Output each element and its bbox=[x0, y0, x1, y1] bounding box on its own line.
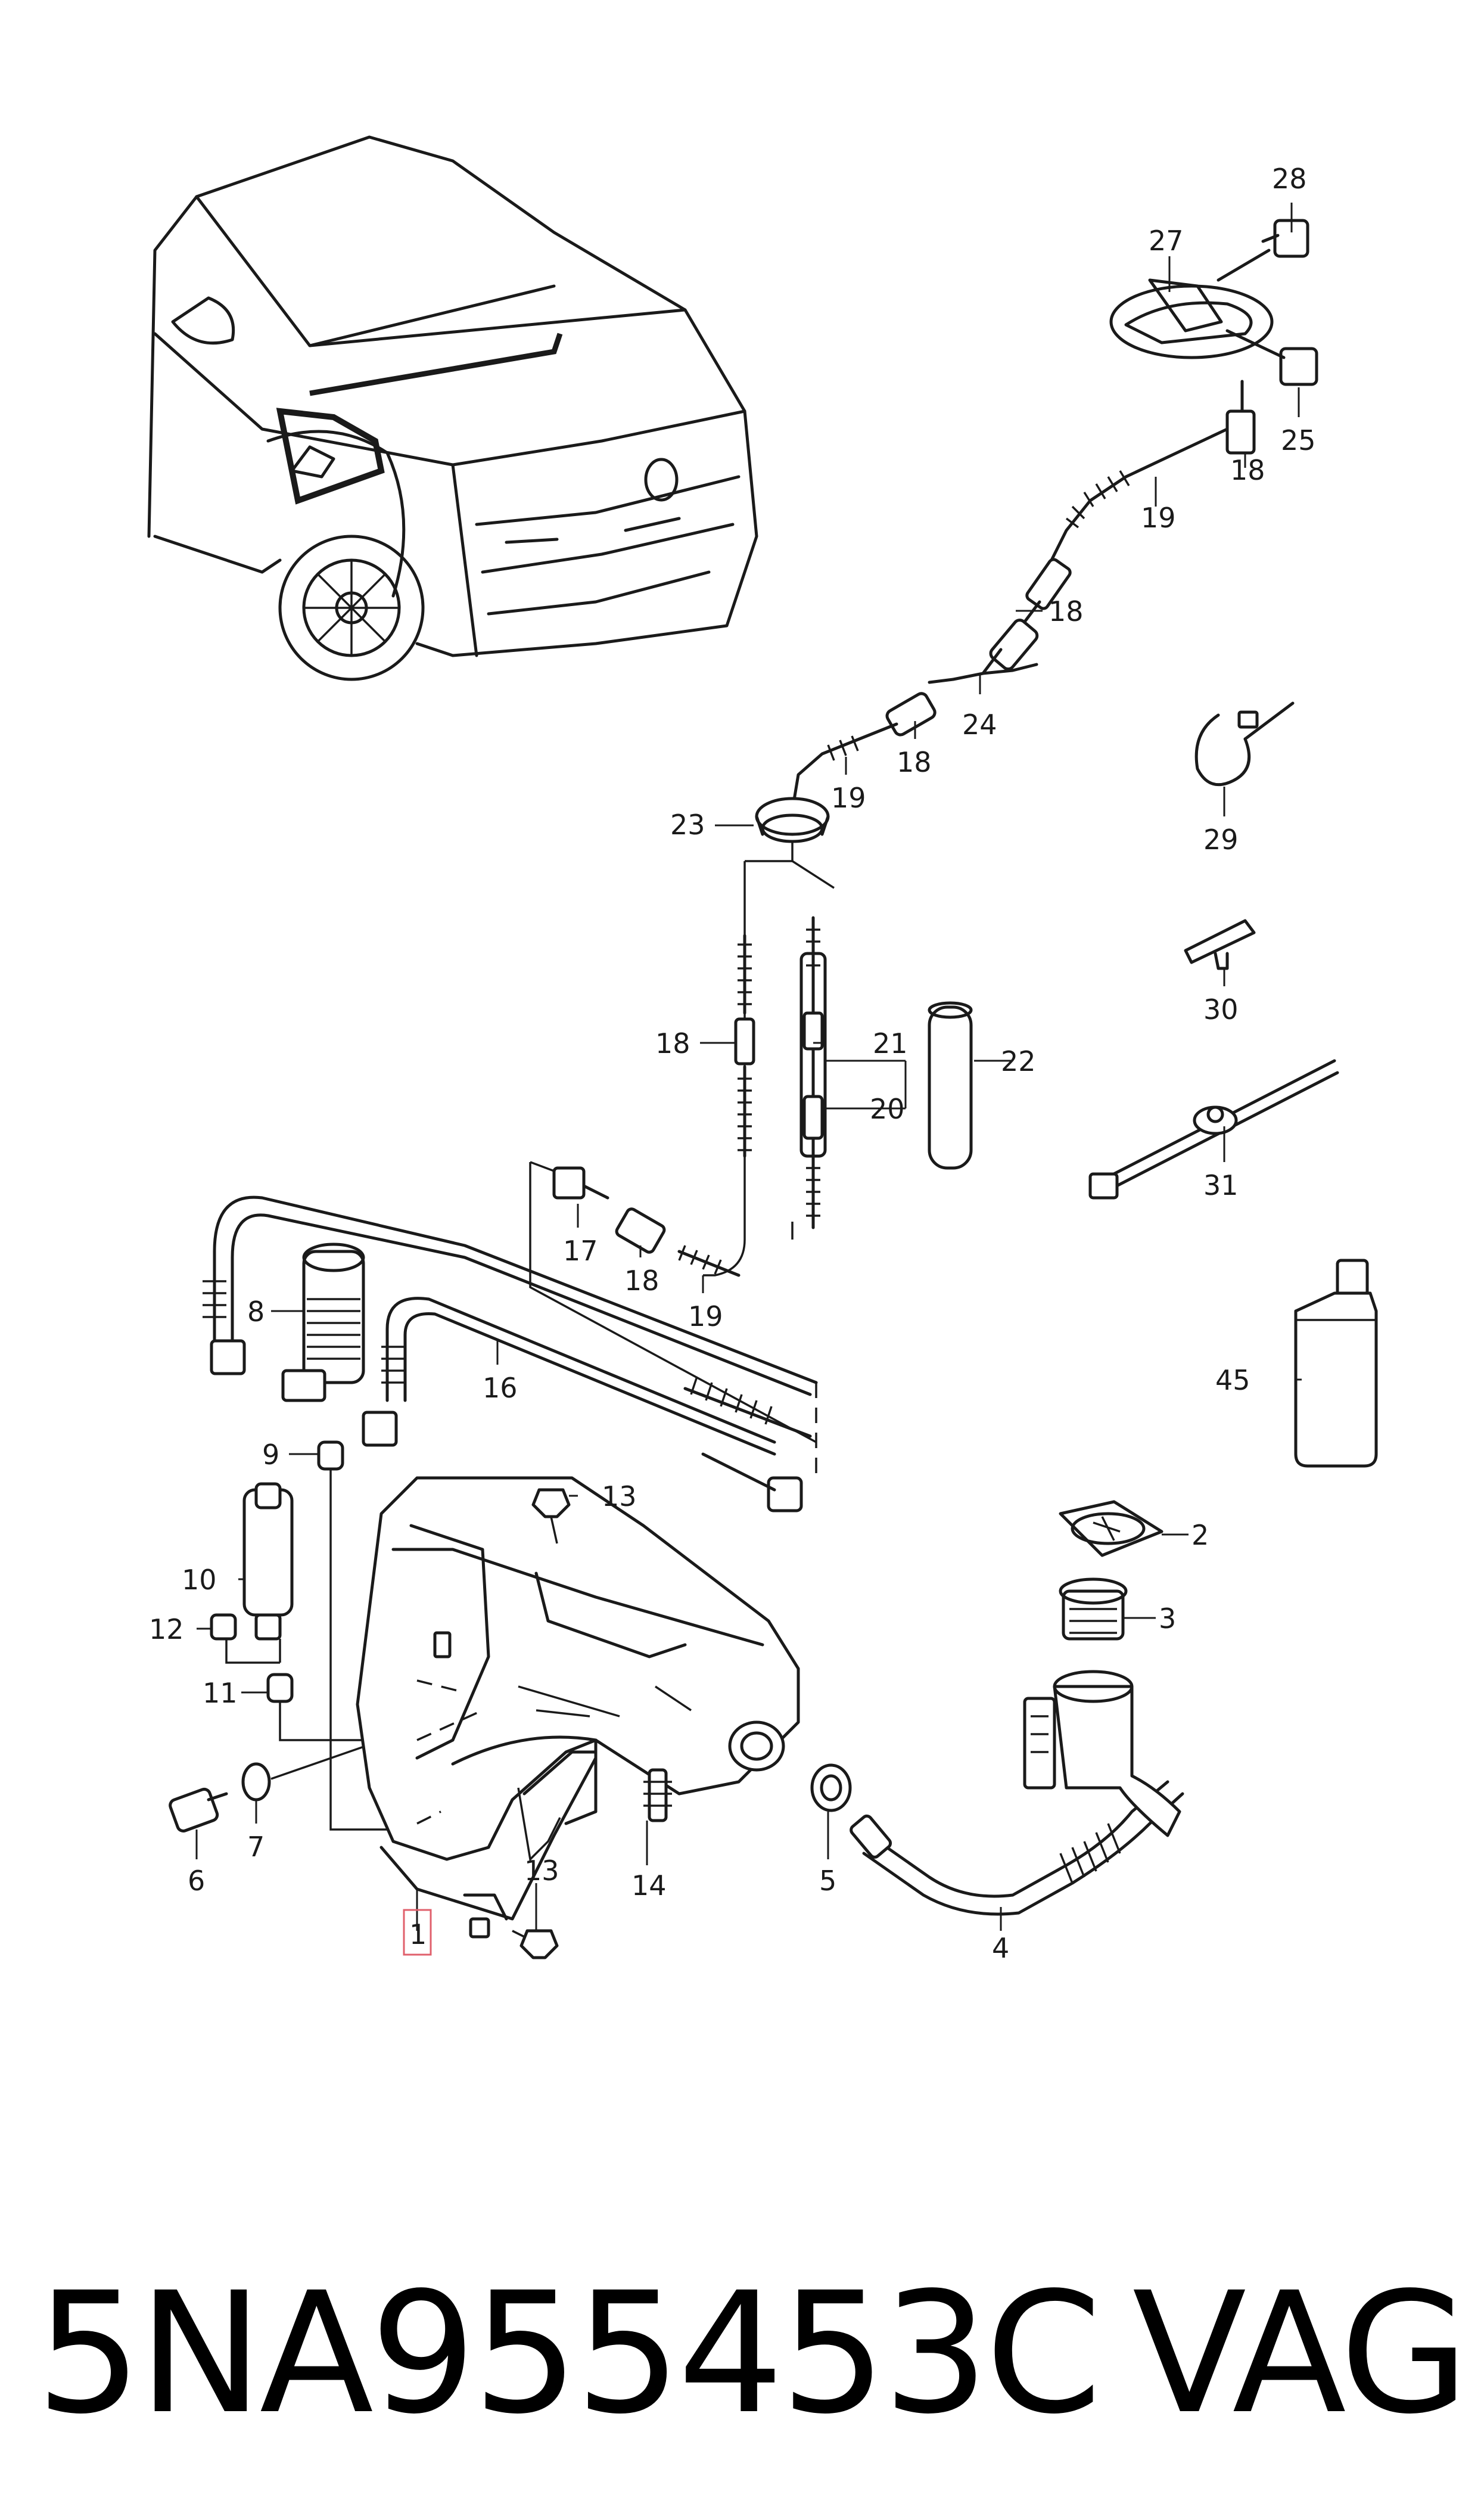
callout-17: 17 bbox=[563, 1235, 598, 1267]
pump-8-and-hose-16 bbox=[203, 1195, 818, 1512]
hose-column-left bbox=[734, 934, 755, 1158]
callout-18-upper-left: 18 bbox=[897, 746, 932, 778]
callout-22: 22 bbox=[1001, 1045, 1036, 1077]
callout-30: 30 bbox=[1203, 993, 1239, 1026]
callout-11: 11 bbox=[203, 1677, 238, 1709]
callout-3: 3 bbox=[1159, 1602, 1176, 1635]
callout-21: 21 bbox=[873, 1027, 908, 1060]
clip-30 bbox=[1184, 919, 1256, 970]
callout-19-mid: 19 bbox=[831, 782, 866, 814]
connector-group-17-19 bbox=[529, 1161, 817, 1443]
callout-13-bottom: 13 bbox=[524, 1855, 559, 1887]
brand-name: VAG bbox=[1132, 2257, 1469, 2451]
part-1-highlight bbox=[403, 1909, 432, 1956]
callout-31: 31 bbox=[1203, 1169, 1239, 1201]
callout-18-top: 18 bbox=[1230, 454, 1265, 486]
cable-tie-29 bbox=[1194, 701, 1295, 787]
callout-2: 2 bbox=[1191, 1519, 1209, 1551]
reservoir-1 bbox=[356, 1476, 800, 1939]
sleeve-22 bbox=[928, 1001, 973, 1170]
callout-4: 4 bbox=[992, 1932, 1009, 1964]
parts-diagram: 28 27 25 18 19 18 24 18 19 23 29 30 18 2… bbox=[147, 135, 1378, 1964]
callout-28: 28 bbox=[1272, 163, 1307, 195]
callout-7: 7 bbox=[247, 1831, 265, 1863]
callout-19-lower: 19 bbox=[688, 1300, 723, 1333]
footer-bar: 5NA955453C VAG bbox=[36, 2229, 1469, 2479]
callout-12: 12 bbox=[149, 1613, 184, 1645]
upper-hose-run bbox=[791, 427, 1229, 812]
car-illustration bbox=[147, 135, 758, 681]
callout-19-top: 19 bbox=[1141, 502, 1176, 534]
callout-1: 1 bbox=[409, 1918, 427, 1950]
callout-25: 25 bbox=[1281, 424, 1316, 456]
callout-18-lower: 18 bbox=[624, 1265, 659, 1297]
fasteners-13-14 bbox=[512, 1488, 672, 1959]
filler-neck-2-3 bbox=[1023, 1500, 1181, 1837]
leader-lines bbox=[195, 203, 1302, 1931]
callout-16: 16 bbox=[483, 1372, 518, 1404]
callout-10: 10 bbox=[182, 1564, 217, 1596]
callout-23: 23 bbox=[670, 809, 705, 841]
callout-13-top: 13 bbox=[602, 1480, 637, 1512]
callout-18-mid: 18 bbox=[1049, 595, 1084, 628]
callout-labels: 28 27 25 18 19 18 24 18 19 23 29 30 18 2… bbox=[149, 163, 1316, 1964]
nozzle-assembly bbox=[1109, 219, 1318, 455]
grommet-5-hose-4 bbox=[810, 1763, 1184, 1916]
callout-14: 14 bbox=[631, 1869, 667, 1902]
callout-9: 9 bbox=[262, 1439, 279, 1471]
grommet-23 bbox=[755, 797, 830, 843]
callout-6: 6 bbox=[188, 1865, 205, 1897]
callout-20: 20 bbox=[870, 1093, 905, 1125]
strap-31 bbox=[1088, 1059, 1339, 1200]
callout-24: 24 bbox=[962, 709, 997, 741]
callout-29: 29 bbox=[1203, 824, 1239, 856]
callout-18-column: 18 bbox=[655, 1027, 690, 1060]
bottle-45 bbox=[1294, 1259, 1378, 1468]
callout-8: 8 bbox=[247, 1296, 265, 1328]
part-number: 5NA955453C bbox=[36, 2257, 1102, 2451]
hose-column-right bbox=[799, 916, 907, 1229]
callout-5: 5 bbox=[819, 1865, 836, 1897]
callout-27: 27 bbox=[1149, 225, 1184, 257]
callout-45: 45 bbox=[1215, 1364, 1250, 1396]
